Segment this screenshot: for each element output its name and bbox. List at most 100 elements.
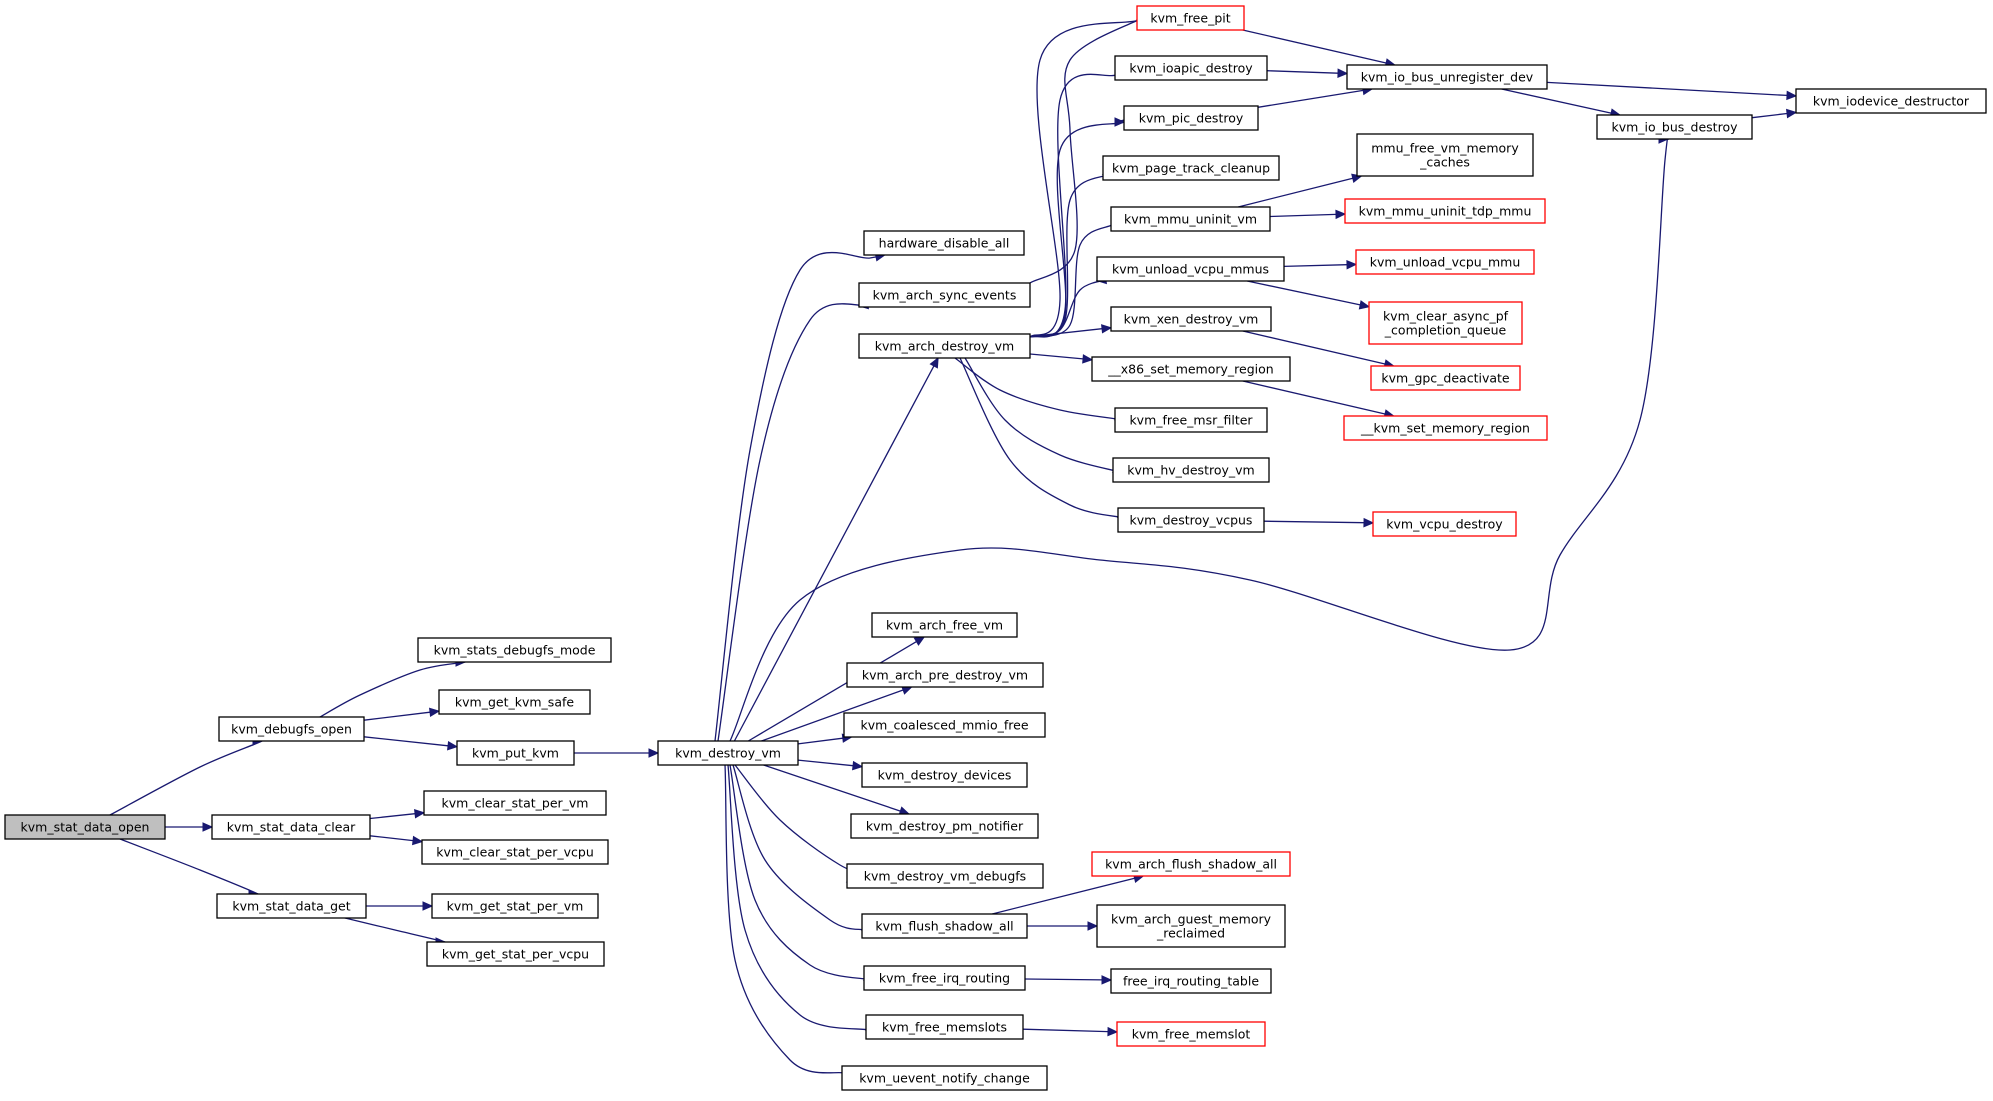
node-label: kvm_coalesced_mmio_free <box>860 718 1028 733</box>
node-label: kvm_arch_guest_memory <box>1111 912 1272 927</box>
node-ioapic[interactable]: kvm_ioapic_destroy <box>1114 55 1268 81</box>
node-label: free_irq_routing_table <box>1123 974 1259 989</box>
node-msr[interactable]: kvm_free_msr_filter <box>1114 407 1268 433</box>
edge-line <box>733 365 935 742</box>
node-tdp[interactable]: kvm_mmu_uninit_tdp_mmu <box>1344 198 1546 224</box>
node-hv[interactable]: kvm_hv_destroy_vm <box>1112 457 1270 483</box>
edge-line <box>369 813 416 820</box>
node-free-pit[interactable]: kvm_free_pit <box>1136 5 1245 31</box>
edge-arch_destroy-to-x86_mem <box>1029 353 1094 364</box>
node-io-unreg[interactable]: kvm_io_bus_unregister_dev <box>1346 64 1548 90</box>
node-flush-shadow-arch[interactable]: kvm_arch_flush_shadow_all <box>1091 851 1291 877</box>
node-pre-destroy[interactable]: kvm_arch_pre_destroy_vm <box>846 662 1044 688</box>
node-arch-free[interactable]: kvm_arch_free_vm <box>871 612 1018 638</box>
node-label: kvm_destroy_vm <box>675 746 781 761</box>
edge-line <box>1029 328 1103 338</box>
edge-stat_clear-to-clear_vcpu <box>369 835 424 846</box>
node-get-vcpu[interactable]: kvm_get_stat_per_vcpu <box>426 941 605 967</box>
edge-line <box>730 757 872 932</box>
edge-destroy_vcpus-to-vcpu_destroy <box>1263 517 1375 528</box>
node-pic[interactable]: kvm_pic_destroy <box>1123 105 1259 131</box>
edge-line <box>1029 353 1084 360</box>
edge-line <box>763 764 901 812</box>
node-pm-notifier[interactable]: kvm_destroy_pm_notifier <box>850 813 1039 839</box>
edge-line <box>102 738 266 820</box>
node-page-track[interactable]: kvm_page_track_cleanup <box>1102 155 1280 181</box>
node-label: kvm_destroy_devices <box>878 768 1012 783</box>
node-stat-get[interactable]: kvm_stat_data_get <box>216 893 367 919</box>
edge-line <box>747 641 917 742</box>
node-arch-destroy[interactable]: kvm_arch_destroy_vm <box>858 333 1031 359</box>
arrowhead <box>1107 1026 1119 1037</box>
edge-line <box>1269 213 1337 218</box>
node-label: kvm_destroy_vcpus <box>1130 513 1253 528</box>
node-get-kvm-safe[interactable]: kvm_get_kvm_safe <box>438 689 591 715</box>
edge-line <box>1263 520 1365 524</box>
node-async-pf[interactable]: kvm_clear_async_pf_completion_queue <box>1368 301 1523 345</box>
node-label: kvm_put_kvm <box>472 746 559 761</box>
edge-free_memslots-to-free_memslot <box>1022 1026 1119 1037</box>
node-get-vm[interactable]: kvm_get_stat_per_vm <box>431 893 599 919</box>
node-label: _reclaimed <box>1156 926 1225 941</box>
node-iodev[interactable]: kvm_iodevice_destructor <box>1795 88 1987 114</box>
node-sync-events[interactable]: kvm_arch_sync_events <box>858 282 1031 308</box>
node-coalesced[interactable]: kvm_coalesced_mmio_free <box>843 712 1046 738</box>
node-debugfs-open[interactable]: kvm_debugfs_open <box>218 716 365 742</box>
node-free-memslot[interactable]: kvm_free_memslot <box>1116 1021 1266 1047</box>
node-hw-disable[interactable]: hardware_disable_all <box>863 230 1025 256</box>
node-vcpu-destroy[interactable]: kvm_vcpu_destroy <box>1372 511 1517 537</box>
node-mmu-uninit[interactable]: kvm_mmu_uninit_vm <box>1110 206 1271 232</box>
node-clear-vcpu[interactable]: kvm_clear_stat_per_vcpu <box>421 839 609 865</box>
edge-line <box>1247 280 1361 306</box>
node-box <box>211 814 371 840</box>
node-box <box>218 716 365 742</box>
edge-root-to-debugfs_open <box>102 736 266 820</box>
edge-line <box>1022 1028 1109 1033</box>
node-stat-clear[interactable]: kvm_stat_data_clear <box>211 814 371 840</box>
node-label: kvm_uevent_notify_change <box>859 1071 1030 1086</box>
node-mmu-caches[interactable]: mmu_free_vm_memory_caches <box>1356 133 1534 177</box>
node-free-irq[interactable]: kvm_free_irq_routing <box>863 965 1026 991</box>
node-debugfs-mode[interactable]: kvm_stats_debugfs_mode <box>417 637 612 663</box>
node-free-memslots[interactable]: kvm_free_memslots <box>865 1014 1024 1040</box>
node-clear-vm[interactable]: kvm_clear_stat_per_vm <box>423 790 607 816</box>
node-x86-mem[interactable]: __x86_set_memory_region <box>1091 356 1291 382</box>
node-gpc[interactable]: kvm_gpc_deactivate <box>1370 365 1521 391</box>
node-box <box>1116 1021 1266 1047</box>
node-label: kvm_vcpu_destroy <box>1386 517 1503 532</box>
node-box <box>431 893 599 919</box>
node-unload-mmu[interactable]: kvm_unload_vcpu_mmu <box>1355 249 1535 275</box>
node-box <box>438 689 591 715</box>
node-flush-shadow[interactable]: kvm_flush_shadow_all <box>861 913 1028 939</box>
arrowhead <box>1082 354 1094 364</box>
node-free-irq-table[interactable]: free_irq_routing_table <box>1110 968 1272 994</box>
node-box <box>861 913 1028 939</box>
node-box <box>1102 155 1280 181</box>
arrowhead <box>1087 921 1099 931</box>
edge-debugfs_open-to-put_kvm <box>363 736 459 751</box>
node-destroy-vcpus[interactable]: kvm_destroy_vcpus <box>1117 507 1265 533</box>
node-box <box>863 230 1025 256</box>
edge-destroy_vm-to-arch_destroy <box>733 356 939 742</box>
node-put-kvm[interactable]: kvm_put_kvm <box>456 740 575 766</box>
node-destroy-devices[interactable]: kvm_destroy_devices <box>861 762 1028 788</box>
node-label: kvm_pic_destroy <box>1139 111 1244 126</box>
node-kvm-mem[interactable]: __kvm_set_memory_region <box>1343 415 1548 441</box>
node-box <box>657 740 799 766</box>
node-box <box>1368 301 1523 345</box>
node-vm-debugfs[interactable]: kvm_destroy_vm_debugfs <box>846 863 1044 889</box>
node-xen[interactable]: kvm_xen_destroy_vm <box>1110 306 1272 332</box>
node-label: kvm_arch_destroy_vm <box>875 339 1014 354</box>
node-guest-mem[interactable]: kvm_arch_guest_memory_reclaimed <box>1096 904 1286 948</box>
node-label: kvm_gpc_deactivate <box>1381 371 1510 386</box>
node-io-destroy[interactable]: kvm_io_bus_destroy <box>1596 114 1753 140</box>
edge-destroy_vm-to-flush_shadow <box>730 757 872 935</box>
node-root[interactable]: kvm_stat_data_open <box>4 814 166 840</box>
edge-line <box>761 689 904 742</box>
node-unload-mmus[interactable]: kvm_unload_vcpu_mmus <box>1096 256 1285 282</box>
node-box <box>871 612 1018 638</box>
node-label: hardware_disable_all <box>879 236 1010 251</box>
node-destroy-vm[interactable]: kvm_destroy_vm <box>657 740 799 766</box>
node-uevent[interactable]: kvm_uevent_notify_change <box>841 1065 1048 1091</box>
node-label: kvm_arch_flush_shadow_all <box>1105 857 1277 872</box>
